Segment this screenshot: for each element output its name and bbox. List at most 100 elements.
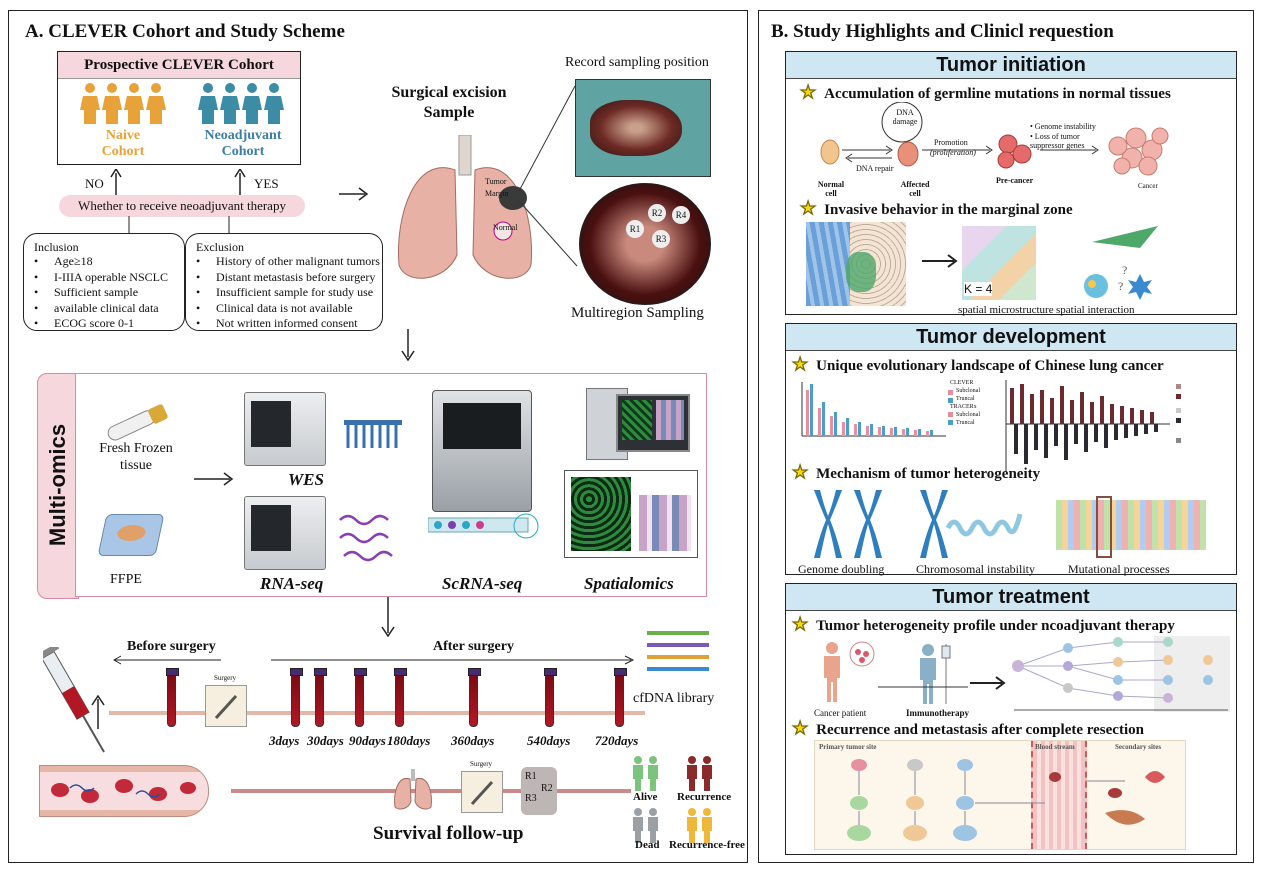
highlight-title: ★Unique evolutionary landscape of Chines… (792, 354, 1164, 375)
cohort-box: Prospective CLEVER Cohort Naive Cohort N… (57, 51, 301, 165)
blood-vessel (39, 765, 209, 817)
yes-label: YES (254, 176, 279, 191)
metastasis-figure: Primary tumor site Blood stream Secondar… (814, 740, 1186, 850)
primary-site-label: Primary tumor site (819, 743, 877, 751)
multiregion-photo: R1 R2 R3 R4 (579, 183, 711, 305)
record-sampling-label: Record sampling position (565, 55, 709, 70)
initiation-header: Tumor initiation (786, 52, 1236, 79)
cancer-patient-label: Cancer patient (814, 708, 867, 718)
followup-regions: R1 R2 R3 (521, 767, 557, 815)
cell-progression (820, 102, 1169, 176)
rna-strands-icon (339, 514, 393, 562)
panel-b-title: B. Study Highlights and Clinicl requesti… (771, 21, 1114, 42)
down-arrow-icon (401, 329, 415, 361)
followup-region: R1 (525, 771, 537, 782)
exclusion-item: Clinical data is not available (190, 301, 380, 317)
recurrence-people-icon (687, 756, 712, 791)
tumor-photo (575, 79, 711, 177)
proliferation-label: (proliferation) (930, 148, 976, 157)
svg-text:?: ? (1118, 279, 1123, 293)
rnaseq-label: RNA-seq (260, 574, 324, 593)
dna-repair-label: DNA repair (856, 164, 894, 173)
cell-interaction-icon: ?? (1084, 226, 1158, 300)
star-icon: ★ (792, 718, 809, 739)
immunotherapy-icon (920, 644, 951, 704)
chromosome-doubling-icon (814, 490, 882, 558)
ffpe-block-icon (97, 514, 165, 556)
arrow-right-icon (970, 676, 1006, 690)
followup-track (231, 789, 631, 793)
legend-subclonal: Subclonal (956, 412, 980, 418)
multiomics-sidebar: Multi-omics (37, 373, 79, 599)
alive-people-icon (633, 756, 658, 791)
lungs-icon (398, 135, 532, 279)
treatment-line (878, 686, 968, 688)
star-icon: ★ (792, 354, 809, 375)
syringe-icon (43, 647, 105, 753)
region-r1: R1 (626, 220, 644, 238)
multiregion-label: Multiregion Sampling (571, 305, 704, 321)
no-arrow (110, 169, 122, 195)
before-surgery-label: Before surgery (127, 639, 216, 654)
treatment-section: Tumor treatment ★Tumor heterogeneity pro… (785, 583, 1237, 855)
region-r3: R3 (652, 230, 670, 248)
dead-people-icon (633, 808, 658, 843)
timeline-track (109, 711, 645, 715)
followup-region: R2 (541, 783, 553, 794)
secondary-site-label: Secondary sites (1115, 743, 1162, 751)
recurrence-label: Recurrence (677, 791, 732, 803)
inclusion-item: Age≥18 (28, 254, 168, 270)
exclusion-box: Exclusion History of other malignant tum… (185, 233, 383, 331)
star-icon: ★ (792, 462, 809, 483)
blood-tube (468, 668, 481, 727)
immunotherapy-label: Immunotherapy (906, 708, 970, 718)
highlight-title: ★Recurrence and metastasis after complet… (792, 718, 1144, 739)
promotion-label: Promotion (934, 138, 968, 147)
day-label: 3days (269, 733, 300, 748)
inclusion-item: Sufficient sample (28, 285, 168, 301)
loss-tumor-label: • Loss of tumor suppressor genes (1030, 132, 1085, 150)
star-icon: ★ (800, 198, 817, 219)
dead-label: Dead (635, 839, 660, 851)
region-r2: R2 (648, 204, 666, 222)
spatial-micro-image: K = 4 (962, 226, 1036, 300)
clonal-tree-icon (1012, 636, 1230, 712)
ffpe-label: FFPE (110, 572, 142, 587)
after-surgery-label: After surgery (433, 639, 514, 654)
inclusion-list: Age≥18 I-IIIA operable NSCLC Sufficient … (28, 254, 168, 332)
day-label: 180days (387, 733, 431, 748)
arrow-right-icon (339, 187, 369, 201)
blood-tube (314, 668, 327, 727)
lung-margin-label: Margin (485, 189, 509, 198)
mutational-label: Mutational processes (1068, 562, 1170, 576)
svg-text:?: ? (1122, 263, 1127, 277)
dna-library-icon (647, 631, 709, 671)
precancer-label: Pre-cancer (996, 176, 1034, 185)
blood-tube (290, 668, 303, 727)
frozen-tube-icon (107, 404, 168, 441)
down-arrow-icon (381, 597, 395, 637)
normal-cell-label: Normal cell (817, 180, 845, 198)
monitor-icon (616, 394, 690, 452)
tissue-image (806, 222, 906, 306)
sampling-lines (518, 85, 578, 267)
fresh-frozen-label: Fresh Frozen tissue (99, 441, 173, 473)
clonal-bar-chart (801, 382, 953, 437)
lung-tumor-label: Tumor (485, 177, 507, 186)
mutational-processes-image (1056, 496, 1206, 558)
blood-tube (614, 668, 627, 727)
dna-damage-label: DNA damage (892, 108, 918, 126)
mutation-frequency-chart (1005, 380, 1181, 472)
neoadjuvant-cohort-label: Neoadjuvant Cohort (204, 128, 282, 159)
exclusion-item: Not written informed consent (190, 316, 380, 332)
day-label: 30days (307, 733, 344, 748)
legend-tracerx: TRACERx (950, 404, 977, 410)
cancer-label: Cancer (1138, 182, 1158, 190)
naive-cohort-label: Naive Cohort (101, 128, 145, 159)
exclusion-title: Exclusion (196, 240, 244, 254)
star-icon: ★ (800, 82, 817, 103)
no-label: NO (85, 176, 104, 191)
blood-tube (394, 668, 407, 727)
spatialomics-label: Spatialomics (584, 574, 674, 593)
yes-arrow (234, 169, 246, 195)
